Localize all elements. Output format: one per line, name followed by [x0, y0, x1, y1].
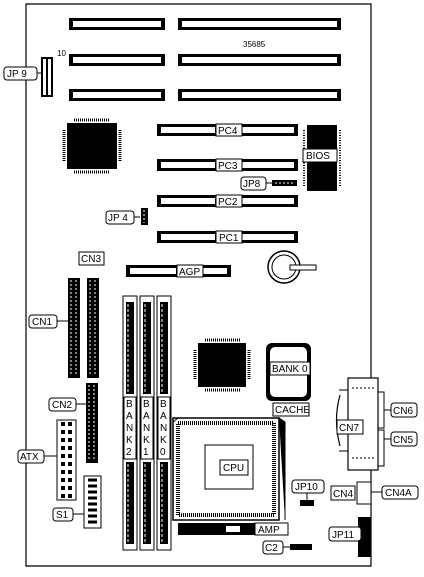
- bank0-chip-label-box: [269, 361, 311, 376]
- bank0-label-box: [157, 396, 171, 460]
- bank2-letter: K: [126, 435, 133, 446]
- cn4-label: CN4: [333, 489, 353, 500]
- cpu-socket: [172, 417, 286, 521]
- bios-label-box: [302, 148, 338, 163]
- jp9-header: [41, 57, 53, 97]
- bank1-letter: N: [143, 423, 150, 434]
- cn3-label: CN3: [81, 254, 101, 265]
- pc2-label: PC2: [218, 197, 238, 208]
- chipset-upper: [62, 118, 122, 174]
- cn4-label-box: [330, 485, 356, 501]
- bank2-letter: A: [126, 411, 133, 422]
- cn2-label: CN2: [52, 400, 72, 411]
- cn5-label: CN5: [393, 435, 413, 446]
- jp11-label: JP11: [332, 530, 354, 541]
- cn3-connector: [87, 278, 99, 378]
- board-part-number: 35685: [243, 40, 266, 49]
- cn7-label: CN7: [339, 423, 359, 434]
- jp11-label-box: [328, 526, 362, 542]
- bank2-letter: B: [126, 399, 133, 410]
- cn4a-label: CN4A: [385, 488, 412, 499]
- bank1-letter: 1: [143, 447, 149, 458]
- jp4-label: JP 4: [108, 213, 128, 224]
- c2-label: C2: [265, 543, 278, 554]
- amp-label-box: [254, 522, 289, 536]
- cn7-label-box: [336, 419, 364, 435]
- bank2-letter: N: [126, 423, 133, 434]
- cpu-label: CPU: [223, 463, 244, 474]
- pc3-label-box: [215, 158, 243, 172]
- agp-label-box: [176, 264, 204, 278]
- jp11-header: [358, 517, 371, 557]
- cpu-label-box: [219, 459, 249, 476]
- bank0-letter: B: [160, 399, 167, 410]
- bios-label: BIOS: [306, 151, 330, 162]
- s1-label: S1: [56, 510, 69, 521]
- bank0-letter: A: [160, 411, 167, 422]
- cn3-label-box: [78, 251, 105, 266]
- chipset-middle: [193, 338, 251, 392]
- cn1-label: CN1: [32, 317, 52, 328]
- c2-header: [290, 544, 312, 550]
- bank1-label-box: [140, 396, 154, 460]
- amp-label: AMP: [258, 525, 280, 536]
- bank0-letter: N: [160, 423, 167, 434]
- pc2-label-box: [215, 194, 243, 208]
- cache-label-box: [272, 402, 310, 417]
- battery: [267, 250, 317, 284]
- bank1-letter: K: [143, 435, 150, 446]
- jp8-label: JP8: [243, 179, 261, 190]
- pc4-label: PC4: [218, 126, 238, 137]
- jp10-label-box: [291, 479, 325, 494]
- cn1-connector: [68, 278, 80, 378]
- pc3-label: PC3: [218, 161, 238, 172]
- cn6-label: CN6: [393, 406, 413, 417]
- s1-switch: [83, 475, 102, 529]
- jp10-header: [300, 500, 314, 506]
- bank1-letter: A: [143, 411, 150, 422]
- bank2-letter: 2: [126, 447, 132, 458]
- pc1-label-box: [215, 230, 243, 244]
- jp9-label: JP 9: [7, 69, 27, 80]
- cn2-connector: [86, 383, 98, 463]
- bank0-letter: K: [160, 435, 167, 446]
- bank0-chip-label: BANK 0: [272, 364, 308, 375]
- jp10-label: JP10: [295, 482, 318, 493]
- cache-label: CACHE: [275, 405, 310, 416]
- pc1-label: PC1: [219, 233, 239, 244]
- bank1-letter: B: [143, 399, 150, 410]
- pc4-label-box: [215, 123, 243, 137]
- jp4-header: [141, 208, 148, 225]
- atx-label: ATX: [20, 452, 39, 463]
- agp-label: AGP: [179, 267, 200, 278]
- atx-connector: [56, 419, 77, 501]
- jp9-pin-number: 10: [57, 49, 66, 58]
- cn4a-connector: [356, 481, 372, 505]
- bank2-label-box: [123, 396, 137, 460]
- isa-slots: [69, 18, 341, 101]
- bank0-letter: 0: [160, 447, 166, 458]
